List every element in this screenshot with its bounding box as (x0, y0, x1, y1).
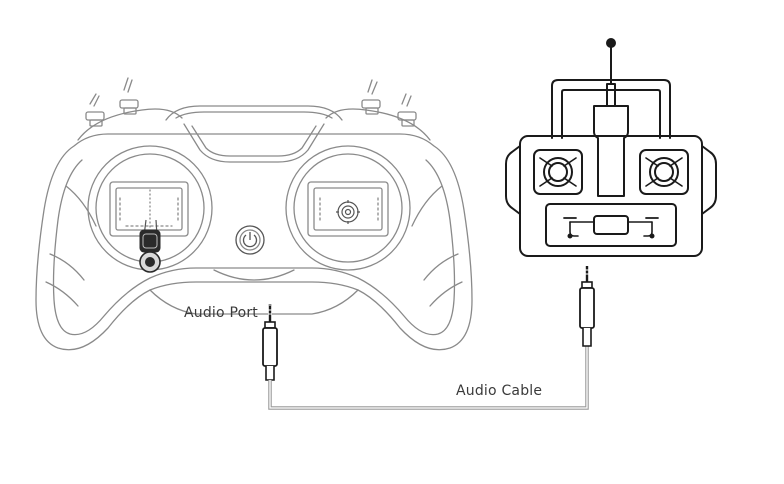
left-bumper (77, 108, 183, 141)
right-stick-well (285, 145, 411, 271)
antenna (606, 38, 616, 107)
transmitter-audio-plug (579, 266, 595, 347)
speaker-icon (533, 149, 583, 195)
drone-icon (545, 203, 677, 247)
audio-port-label: Audio Port (184, 305, 258, 321)
right-bumper (325, 108, 431, 141)
right-stick-knob (336, 200, 360, 224)
gamepad-controller (35, 77, 473, 351)
carry-handle (551, 79, 671, 139)
rc-transmitter (505, 38, 717, 257)
left-stick-knob (139, 219, 161, 273)
audio-cable-label: Audio Cable (456, 383, 543, 399)
power-icon (235, 225, 265, 255)
toggle-switches (85, 77, 417, 127)
center-hump (165, 105, 343, 121)
speaker-icon-right (639, 149, 689, 195)
transmitter-body (519, 135, 703, 257)
audio-port-plug (262, 304, 278, 381)
